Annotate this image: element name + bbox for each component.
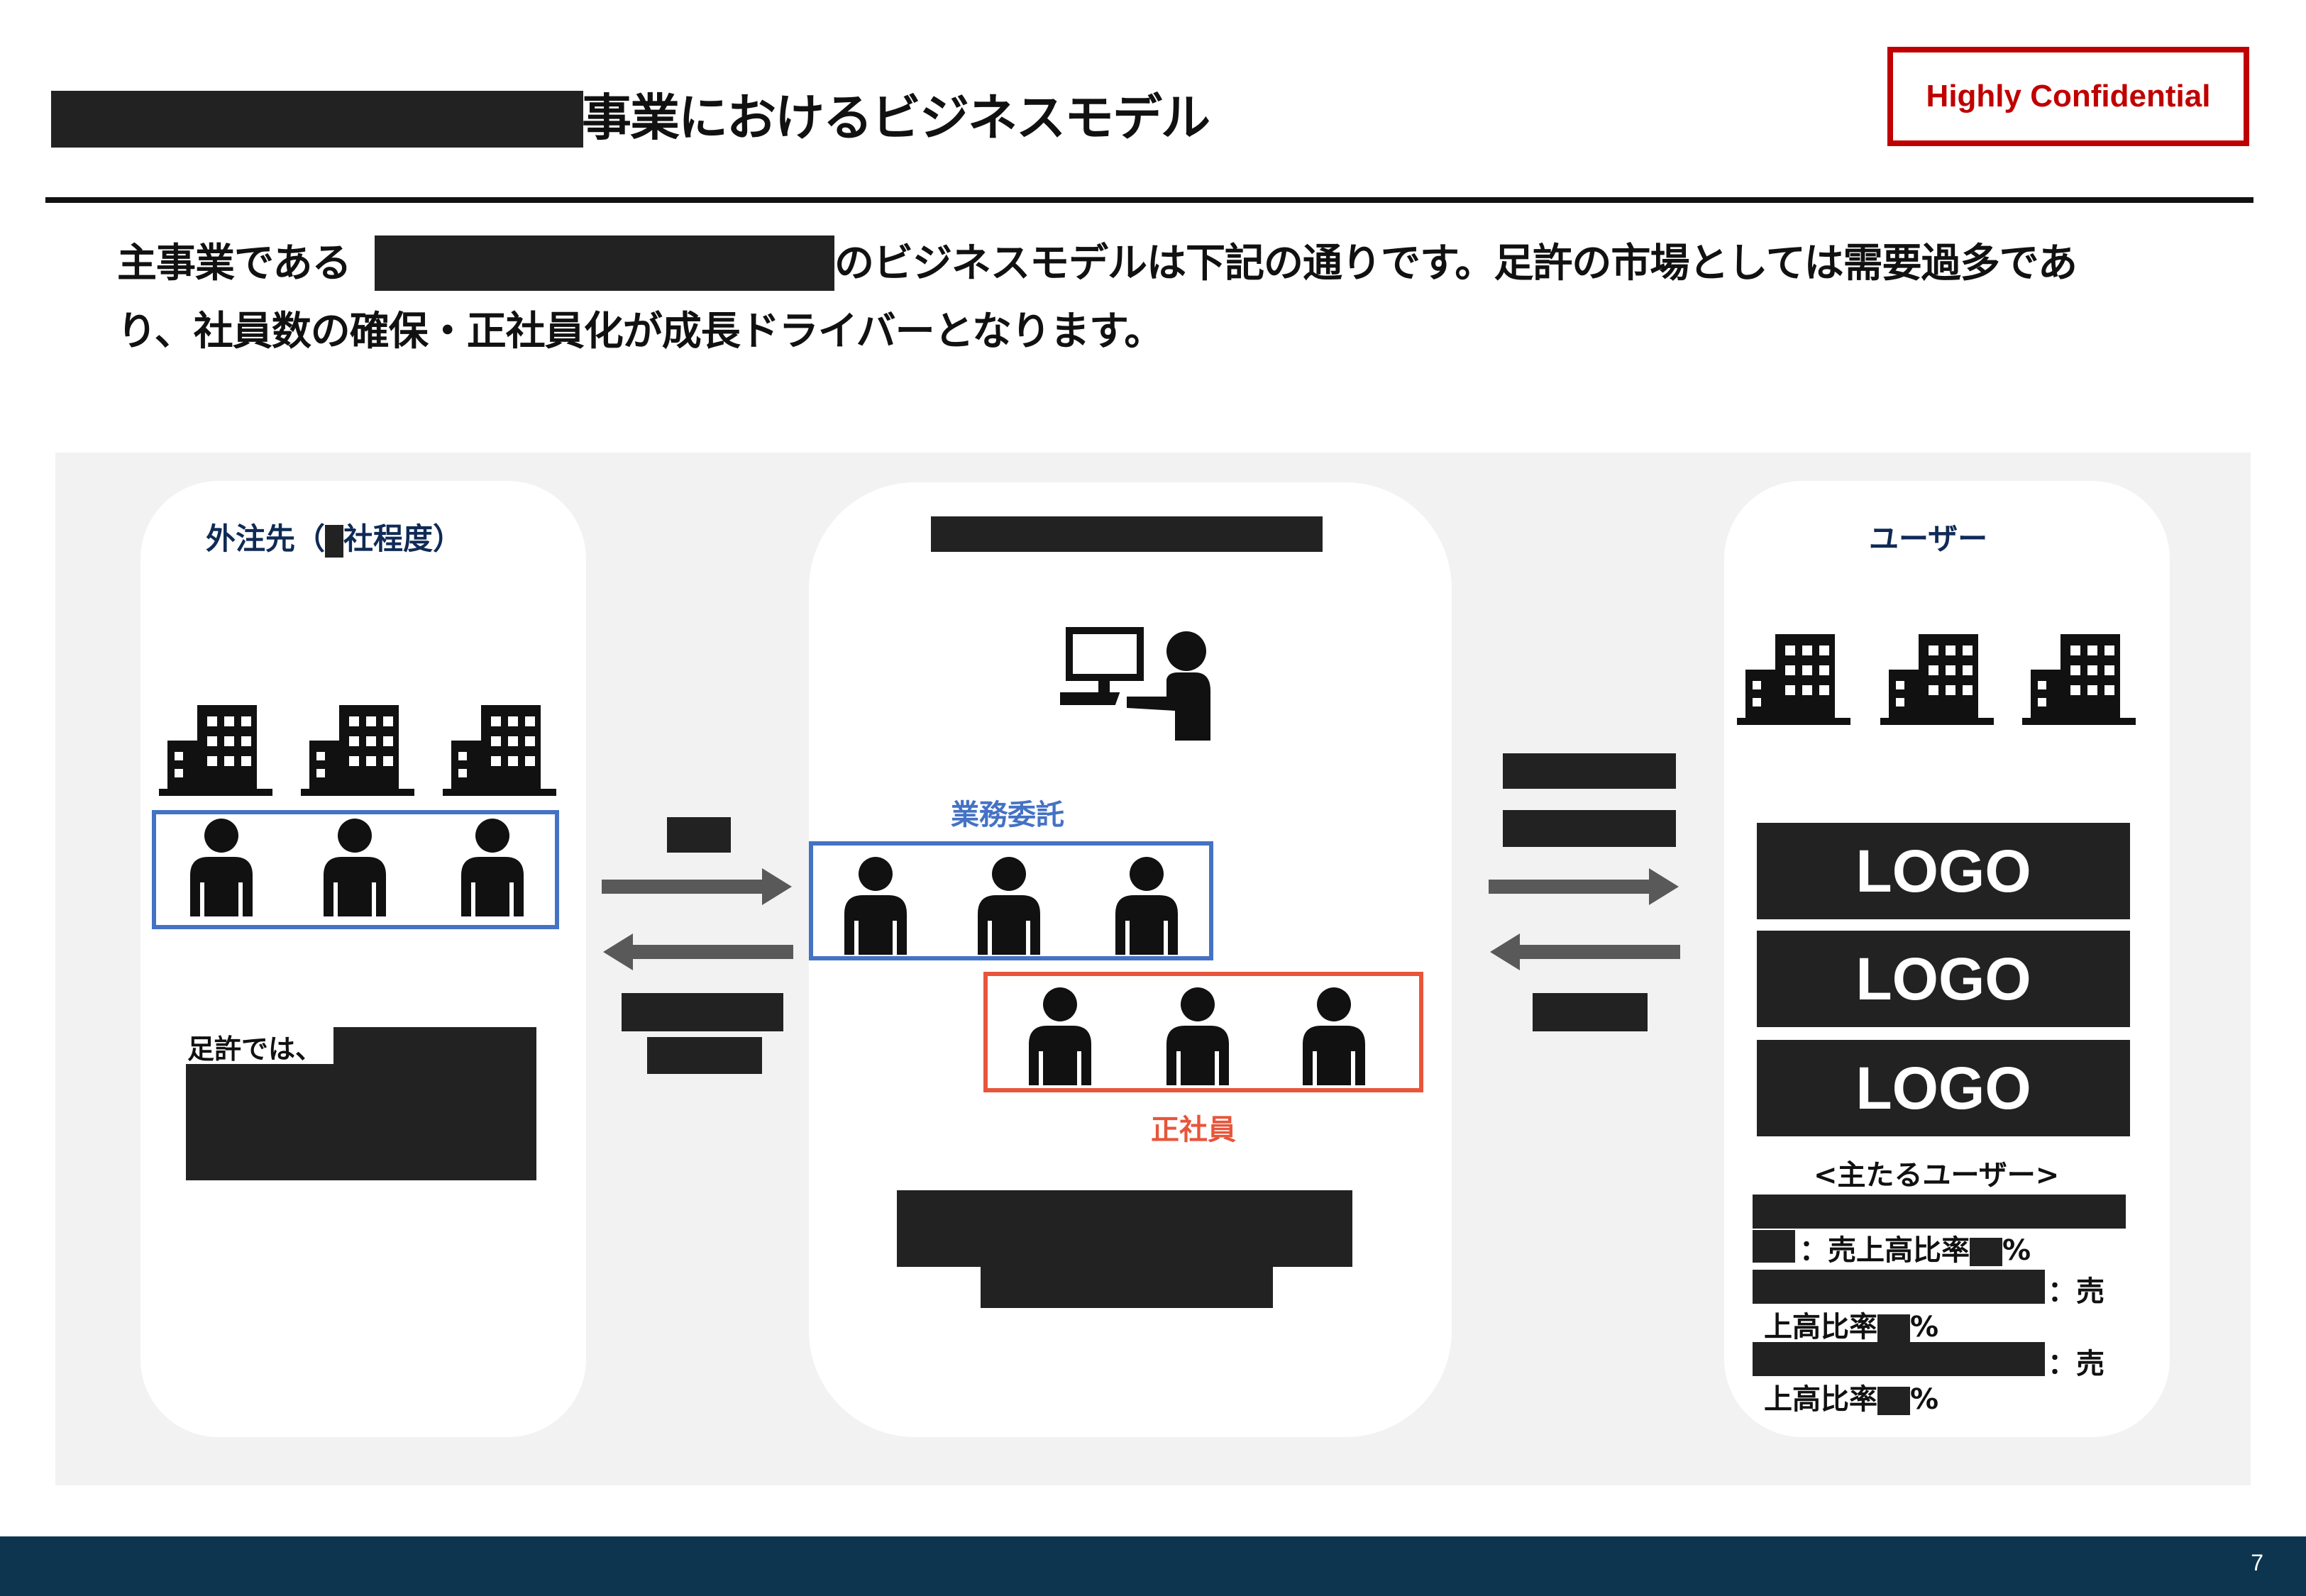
- lead-line2: り、社員数の確保・正社員化が成長ドライバーとなります。: [117, 309, 1164, 355]
- redacted-user-name: [1753, 1270, 2045, 1304]
- redacted-company-name: [931, 516, 1323, 552]
- user-logo: LOGO: [1757, 931, 2130, 1027]
- confidential-badge: Highly Confidential: [1887, 47, 2249, 146]
- arrow-right-icon: [1489, 868, 1679, 905]
- person-icon: [844, 857, 907, 955]
- main-users-heading: <主たるユーザー>: [1814, 1159, 2060, 1192]
- redacted-user-name: [1753, 1195, 2126, 1229]
- redacted-outsource-note: [333, 1027, 536, 1067]
- redacted-arrow-label: [1503, 753, 1676, 789]
- redacted-ratio-value: [1970, 1238, 2002, 1266]
- building-icon: [443, 705, 556, 796]
- user-ratio-3-a: ：売: [2048, 1348, 2104, 1380]
- redacted-arrow-label: [667, 817, 731, 853]
- computer-user-icon: [1060, 627, 1210, 741]
- arrow-left-icon: [1490, 933, 1680, 970]
- lead-line1-end: のビジネスモデルは下記の通りです。足許の市場としては需要過多であ: [834, 240, 2078, 287]
- percent-sign: %: [1910, 1383, 1939, 1416]
- building-icon: [159, 705, 272, 796]
- lead-line1-start: 主事業である: [117, 240, 351, 287]
- outsource-title: 外注先（ 社程度）: [206, 515, 463, 558]
- redacted-user-name: [1753, 1342, 2045, 1376]
- redacted-outsource-note: [186, 1064, 536, 1180]
- user-logo: LOGO: [1757, 823, 2130, 919]
- footer-bar: [0, 1536, 2306, 1596]
- fulltime-workers-group: [983, 972, 1423, 1092]
- percent-sign: %: [1910, 1311, 1939, 1343]
- arrow-left-icon: [603, 933, 793, 970]
- outsource-title-start: 外注先（: [206, 521, 326, 556]
- user-ratio-2-a: ：売: [2048, 1275, 2104, 1308]
- person-icon: [1303, 987, 1365, 1085]
- user-ratio-3-label: 上高比率: [1764, 1383, 1877, 1416]
- person-icon: [1115, 857, 1178, 955]
- outsource-card: [140, 481, 586, 1437]
- redacted-ratio-value: [1877, 1387, 1910, 1415]
- user-ratio-1: ：売上高比率%: [1799, 1227, 2031, 1268]
- redacted-arrow-label: [622, 993, 783, 1031]
- building-icon: [301, 705, 414, 796]
- page-title: 事業におけるビジネスモデル: [582, 89, 1210, 147]
- header-divider: [45, 197, 2253, 203]
- consign-label: 業務委託: [951, 799, 1064, 831]
- person-icon: [978, 857, 1040, 955]
- redacted-business-name: [375, 235, 834, 291]
- redacted-arrow-label: [1503, 810, 1676, 847]
- user-logo: LOGO: [1757, 1040, 2130, 1136]
- user-ratio-1-label: ：売上高比率: [1799, 1234, 1970, 1267]
- person-icon: [461, 819, 524, 916]
- person-icon: [324, 819, 386, 916]
- fulltime-label: 正社員: [1151, 1114, 1236, 1146]
- redacted-title-prefix: [51, 91, 583, 148]
- outsource-title-end: 社程度）: [343, 521, 463, 556]
- building-icon: [1880, 634, 1994, 725]
- redacted-arrow-label: [1533, 993, 1648, 1031]
- building-icon: [2022, 634, 2136, 725]
- redacted-ratio-value: [1877, 1314, 1910, 1343]
- redacted-arrow-label: [647, 1037, 762, 1074]
- consign-workers-group: [809, 841, 1213, 960]
- person-icon: [1029, 987, 1091, 1085]
- arrow-right-icon: [602, 868, 792, 905]
- user-ratio-2-label: 上高比率: [1764, 1311, 1877, 1343]
- person-icon: [1166, 987, 1229, 1085]
- percent-sign: %: [2002, 1234, 2031, 1267]
- redacted-center-note: [981, 1267, 1273, 1308]
- user-ratio-3-b: 上高比率%: [1764, 1376, 1938, 1417]
- person-icon: [190, 819, 253, 916]
- building-icon: [1737, 634, 1850, 725]
- outsource-note-prefix: 足許では、: [187, 1033, 323, 1065]
- users-title: ユーザー: [1869, 521, 1988, 556]
- outsource-workers-group: [152, 810, 559, 929]
- page-number: 7: [2251, 1550, 2263, 1575]
- user-ratio-2-b: 上高比率%: [1764, 1304, 1938, 1345]
- redacted-company-count: [325, 524, 344, 558]
- redacted-user-name: [1753, 1230, 1795, 1263]
- redacted-center-note: [897, 1190, 1352, 1267]
